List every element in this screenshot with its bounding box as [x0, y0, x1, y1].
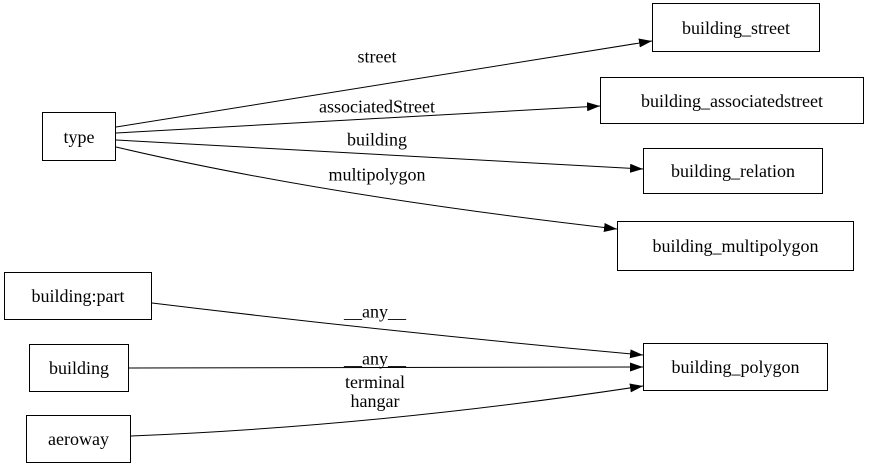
edge-buildingpart-building_polygon [151, 302, 644, 359]
edge-type-building_multipolygon-relation [115, 139, 644, 173]
edge-label-associatedstreet: associatedStreet [319, 96, 435, 117]
node-building-polygon: building_polygon [643, 343, 828, 391]
node-building-associatedstreet: building_associatedstreet [600, 77, 864, 124]
edge-label-street: street [357, 46, 397, 67]
node-building-street: building_street [652, 3, 820, 52]
edge-type-building_multipolygon [115, 146, 618, 232]
node-aeroway: aeroway [26, 415, 131, 463]
edge-label-any-building: __any__ [344, 348, 406, 369]
edge-building-building_polygon [128, 362, 644, 372]
node-building: building [29, 344, 129, 392]
edge-label-any-buildingpart: __any__ [344, 301, 406, 322]
node-type: type [42, 112, 116, 161]
edge-label-terminal-hangar: terminal hangar [345, 372, 405, 411]
node-building-part: building:part [4, 272, 152, 320]
node-building-relation: building_relation [643, 148, 823, 194]
edge-aeroway-building_polygon [130, 383, 644, 437]
edge-label-building: building [346, 129, 408, 150]
edge-type-building_street [115, 38, 653, 128]
edge-type-building_associatedstreet [115, 102, 601, 134]
edge-label-multipolygon: multipolygon [328, 164, 426, 185]
node-building-multipolygon: building_multipolygon [617, 221, 854, 271]
